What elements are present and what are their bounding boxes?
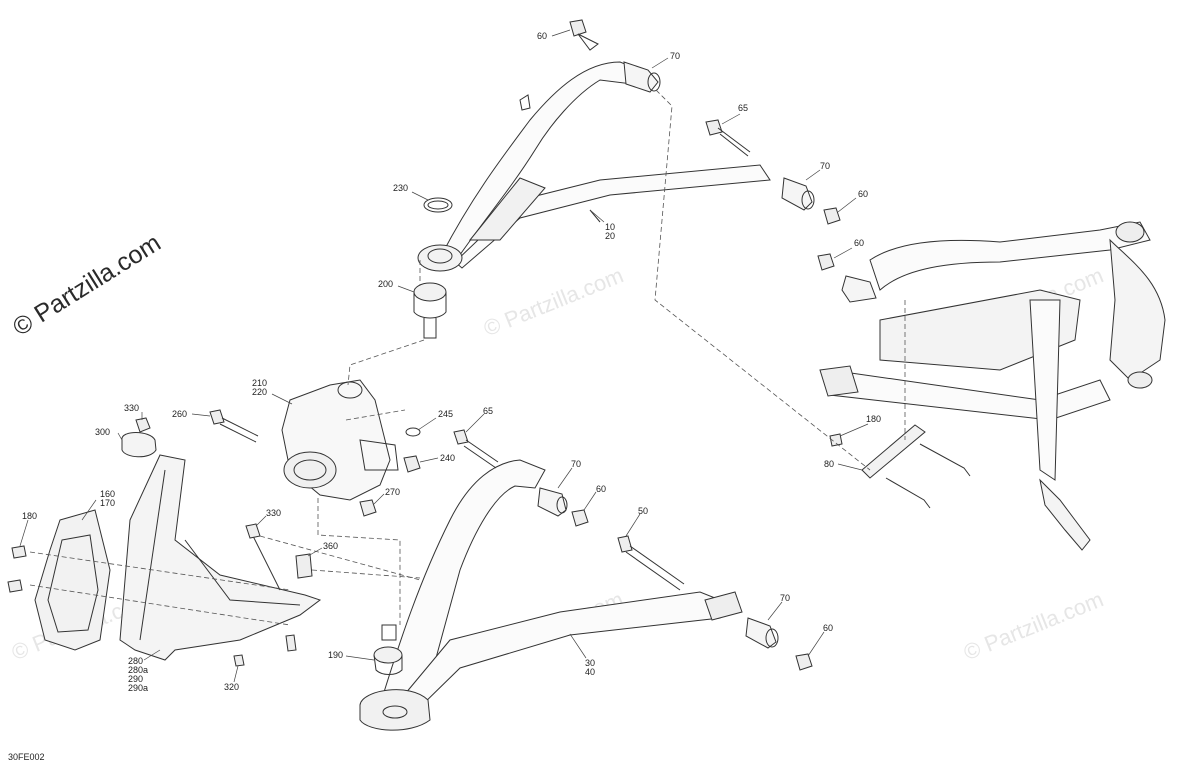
callout-260: 260 — [172, 409, 188, 419]
lower-a-arm — [359, 459, 743, 731]
nut — [795, 653, 813, 671]
nut — [817, 253, 835, 271]
callout-65: 65 — [738, 103, 749, 113]
bolt — [705, 119, 751, 157]
callout-190: 190 — [328, 650, 344, 660]
mud-flap — [34, 509, 111, 651]
rivet — [7, 579, 23, 593]
leader-lines — [19, 29, 869, 683]
nut — [359, 499, 377, 517]
callout-50: 50 — [638, 506, 649, 516]
spacer — [295, 553, 313, 579]
callout-230: 230 — [393, 183, 409, 193]
callout-360: 360 — [323, 541, 339, 551]
callout-60: 60 — [537, 31, 548, 41]
bushing — [841, 275, 877, 303]
callout-70: 70 — [571, 459, 582, 469]
ball-joint — [373, 624, 403, 675]
nut — [569, 19, 599, 51]
callout-80: 80 — [824, 459, 835, 469]
callout-240: 240 — [440, 453, 456, 463]
bushing — [781, 177, 815, 211]
callout-70: 70 — [820, 161, 831, 171]
assembly-lines — [29, 89, 906, 626]
callout-60: 60 — [596, 484, 607, 494]
callout-180: 180 — [866, 414, 882, 424]
callout-320: 320 — [224, 682, 240, 692]
callout-60: 60 — [854, 238, 865, 248]
bushing — [745, 617, 779, 649]
bolt — [453, 429, 499, 469]
screw — [285, 634, 297, 652]
callout-65: 65 — [483, 406, 494, 416]
nut — [245, 523, 261, 539]
callout-30-40: 30 40 — [585, 658, 596, 677]
callout-210-220: 210 220 — [252, 378, 268, 397]
upper-a-arm — [417, 61, 771, 272]
callout-330: 330 — [124, 403, 140, 413]
callout-160-170: 160 170 — [100, 489, 116, 508]
ball-joint — [413, 282, 447, 339]
callout-60: 60 — [823, 623, 834, 633]
callout-200: 200 — [378, 279, 394, 289]
washer — [405, 427, 421, 437]
protector-guard — [119, 454, 322, 661]
callout-70: 70 — [780, 593, 791, 603]
bolt — [209, 409, 259, 443]
callout-330: 330 — [266, 508, 282, 518]
figure-code: 30FE002 — [8, 752, 45, 762]
steering-knuckle — [281, 379, 399, 501]
clamp — [121, 417, 157, 458]
callout-300: 300 — [95, 427, 111, 437]
frame-assembly — [819, 221, 1166, 551]
callout-280-290: 280 280a 290 290a — [128, 656, 149, 693]
screw — [233, 654, 245, 667]
retaining-ring — [423, 197, 453, 213]
bracket-plate — [829, 424, 971, 509]
callout-70: 70 — [670, 51, 681, 61]
callout-10-20: 10 20 — [605, 222, 616, 241]
bushing — [537, 487, 568, 517]
bushing — [623, 61, 661, 93]
callout-270: 270 — [385, 487, 401, 497]
rivet — [11, 545, 27, 559]
retaining-ring — [427, 200, 449, 210]
bolt — [617, 535, 685, 591]
callout-245: 245 — [438, 409, 454, 419]
callout-180: 180 — [22, 511, 38, 521]
callout-60: 60 — [858, 189, 869, 199]
nut — [571, 509, 589, 527]
nut — [823, 207, 841, 225]
nut — [403, 455, 421, 473]
